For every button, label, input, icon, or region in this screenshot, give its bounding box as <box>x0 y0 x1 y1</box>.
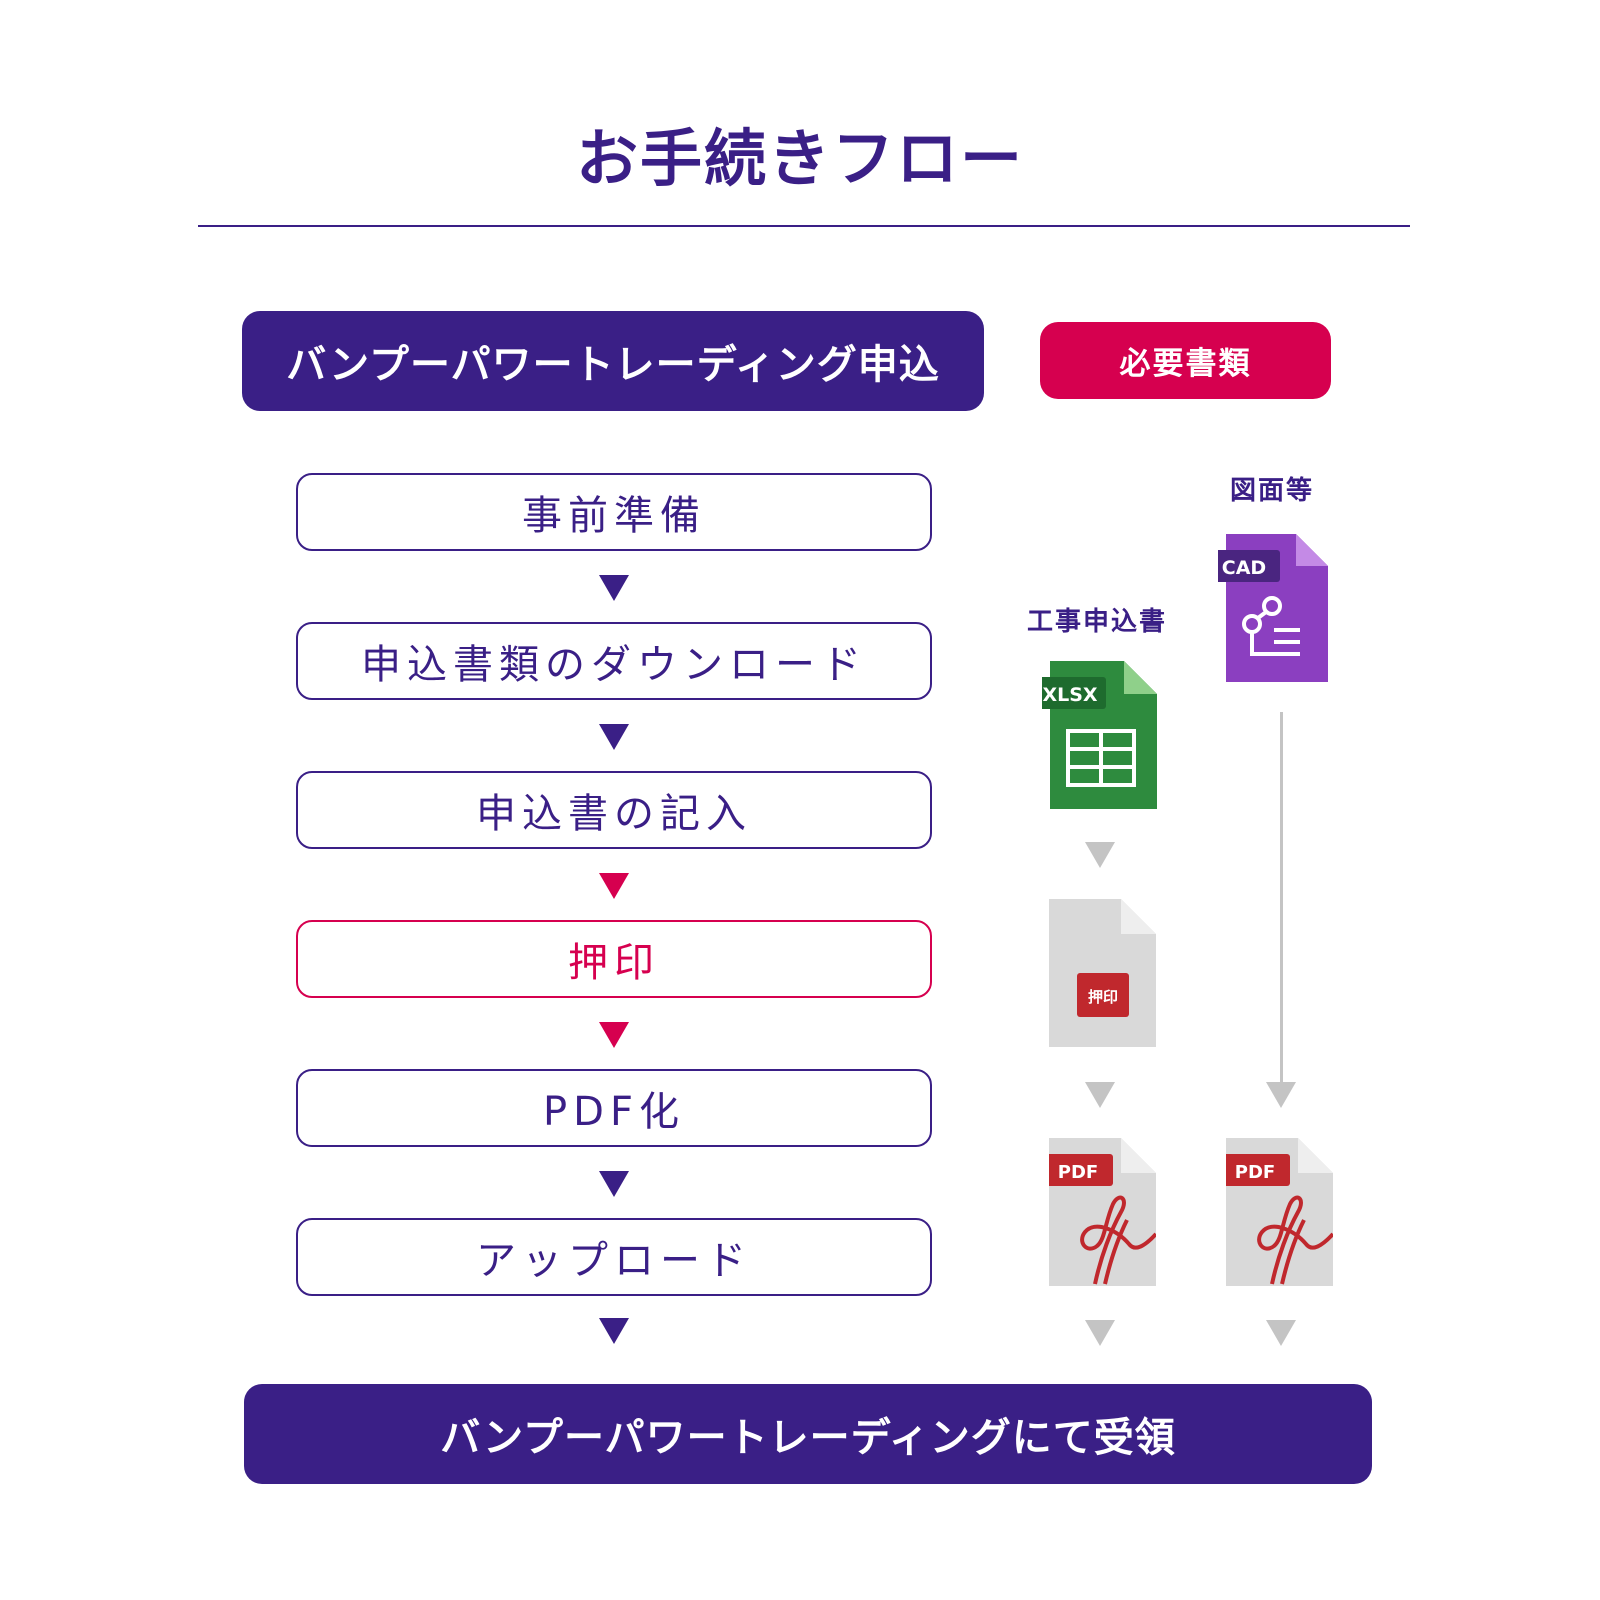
flow-arrow-5 <box>599 1171 629 1197</box>
required-documents-badge: 必要書類 <box>1040 322 1331 399</box>
step-preparation: 事前準備 <box>296 473 932 551</box>
xlsx-file-icon: XLSX <box>1034 661 1157 809</box>
cad-file-icon: CAD <box>1208 534 1328 682</box>
stamped-file-icon: 押印 <box>1049 899 1156 1047</box>
stamp-tag: 押印 <box>1088 988 1118 1006</box>
doc-arrow-1 <box>1085 842 1115 868</box>
cad-tag: CAD <box>1222 557 1266 579</box>
step-pdf: PDF化 <box>296 1069 932 1147</box>
flow-arrow-2 <box>599 724 629 750</box>
page-title: お手続きフロー <box>575 122 1024 195</box>
doc-arrow-2 <box>1085 1082 1115 1108</box>
application-form-label: 工事申込書 <box>1027 607 1168 637</box>
pdf-tag: PDF <box>1235 1162 1275 1183</box>
flow-arrow-6 <box>599 1318 629 1344</box>
step-upload: アップロード <box>296 1218 932 1296</box>
title-divider <box>198 225 1410 227</box>
pdf-tag: PDF <box>1058 1162 1098 1183</box>
doc-arrow-4 <box>1266 1320 1296 1346</box>
drawings-label: 図面等 <box>1230 476 1315 506</box>
xlsx-tag: XLSX <box>1042 684 1097 706</box>
flow-arrow-1 <box>599 575 629 601</box>
step-download: 申込書類のダウンロード <box>296 622 932 700</box>
step-fill-in: 申込書の記入 <box>296 771 932 849</box>
cad-path-line <box>1280 712 1283 1084</box>
pdf-file-icon: PDF <box>1043 1138 1158 1286</box>
step-stamp: 押印 <box>296 920 932 998</box>
received-banner: バンプーパワートレーディングにて受領 <box>244 1384 1372 1484</box>
doc-arrow-3 <box>1085 1320 1115 1346</box>
flow-arrow-4 <box>599 1022 629 1048</box>
cad-arrow <box>1266 1082 1296 1108</box>
pdf-file-icon: PDF <box>1220 1138 1335 1286</box>
flow-arrow-3 <box>599 873 629 899</box>
application-banner: バンプーパワートレーディング申込 <box>242 311 984 411</box>
